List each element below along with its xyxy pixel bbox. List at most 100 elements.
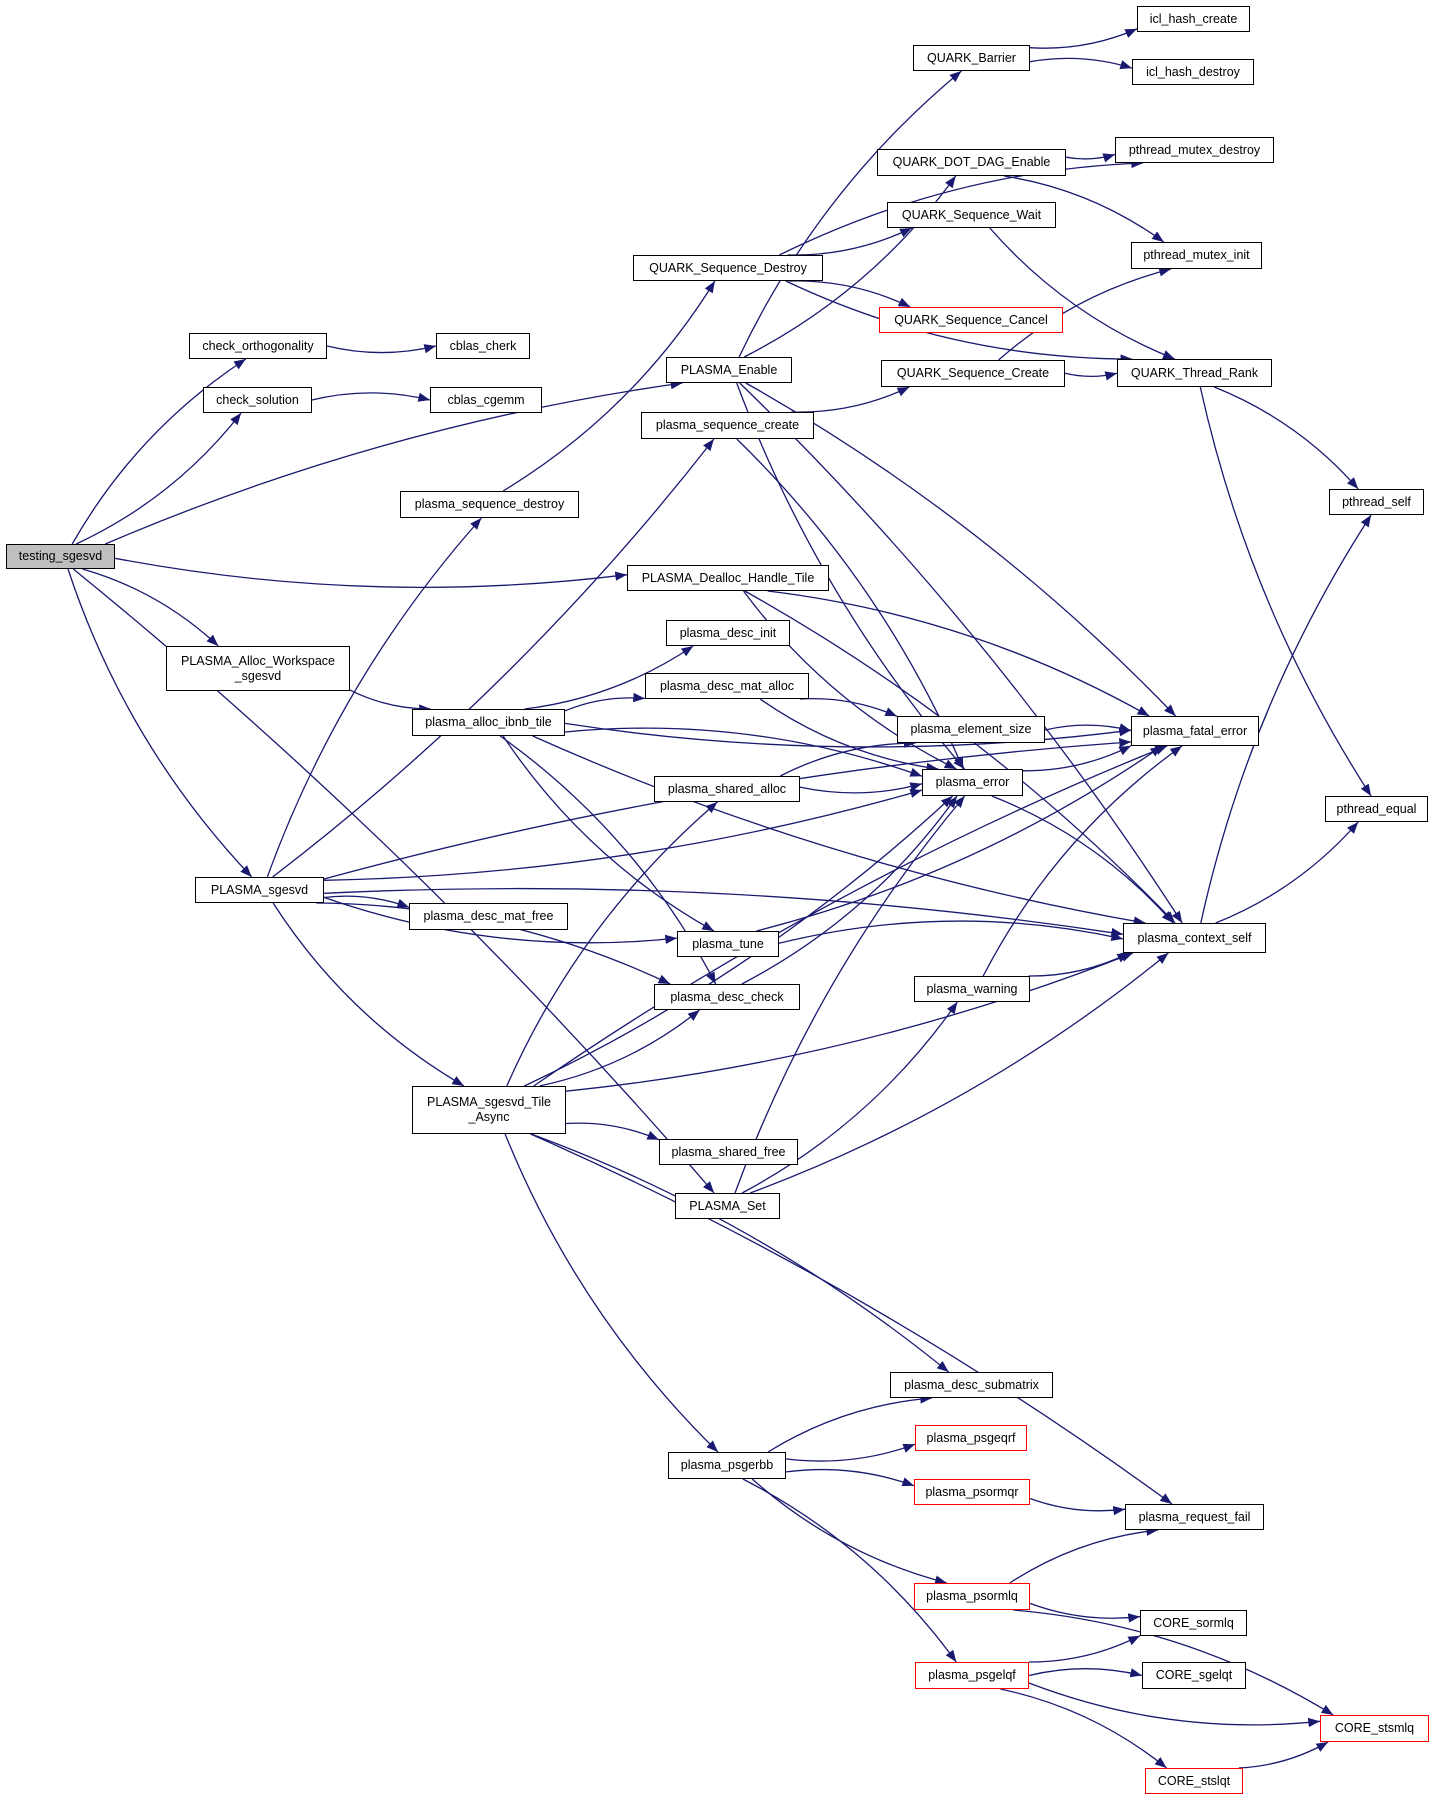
edge-quark-sequence-destroy-to-pthread-mutex-destroy: [779, 158, 1144, 256]
node-plasma-shared-free[interactable]: plasma_shared_free: [659, 1139, 798, 1165]
node-plasma-psgeqrf[interactable]: plasma_psgeqrf: [915, 1425, 1027, 1451]
node-plasma-psormqr[interactable]: plasma_psormqr: [914, 1479, 1030, 1505]
node-label: pthread_self: [1342, 494, 1411, 509]
node-quark-thread-rank[interactable]: QUARK_Thread_Rank: [1117, 359, 1272, 387]
edge-plasma-sgesvd-tile-async-to-plasma-desc-submatrix: [530, 1133, 950, 1373]
node-plasma-fatal-error[interactable]: plasma_fatal_error: [1131, 716, 1259, 746]
node-label: CORE_stslqt: [1157, 1773, 1231, 1788]
node-pthread-mutex-destroy[interactable]: pthread_mutex_destroy: [1115, 137, 1274, 163]
node-plasma-desc-submatrix[interactable]: plasma_desc_submatrix: [890, 1372, 1053, 1398]
edge-plasma-psgerbb-to-plasma-desc-submatrix: [767, 1394, 933, 1453]
edge-plasma-psormlq-to-plasma-request-fail: [1009, 1526, 1159, 1584]
node-label: check_orthogonality: [202, 338, 314, 353]
node-pthread-equal[interactable]: pthread_equal: [1325, 796, 1428, 822]
node-core-sormlq[interactable]: CORE_sormlq: [1140, 1610, 1247, 1636]
node-icl-hash-destroy[interactable]: icl_hash_destroy: [1132, 59, 1254, 85]
node-label: pthread_mutex_init: [1143, 248, 1250, 262]
node-quark-dot-dag-enable[interactable]: QUARK_DOT_DAG_Enable: [877, 149, 1066, 176]
node-plasma-psormlq[interactable]: plasma_psormlq: [914, 1583, 1030, 1610]
node-label: cblas_cherk: [449, 338, 517, 353]
edge-plasma-sgesvd-tile-async-to-plasma-context-self: [565, 952, 1134, 1092]
edge-plasma-sequence-create-to-quark-sequence-create: [791, 386, 910, 413]
node-pthread-self[interactable]: pthread_self: [1329, 489, 1424, 515]
edge-plasma-psormqr-to-plasma-request-fail: [1029, 1497, 1126, 1516]
edge-plasma-psgelqf-to-core-sormlq: [1028, 1635, 1141, 1663]
edge-plasma-set-to-plasma-error: [734, 795, 966, 1194]
node-label: icl_hash_destroy: [1146, 64, 1240, 79]
node-plasma-alloc-ibnb-tile[interactable]: plasma_alloc_ibnb_tile: [412, 709, 565, 736]
node-cblas-cgemm[interactable]: cblas_cgemm: [430, 387, 542, 413]
node-core-sgelqt[interactable]: CORE_sgelqt: [1142, 1662, 1246, 1689]
edge-check-orthogonality-to-cblas-cherk: [326, 344, 437, 354]
node-quark-sequence-cancel[interactable]: QUARK_Sequence_Cancel: [879, 307, 1063, 333]
node-plasma-sgesvd[interactable]: PLASMA_sgesvd: [195, 877, 324, 903]
node-plasma-enable[interactable]: PLASMA_Enable: [666, 357, 792, 383]
edge-plasma-set-to-plasma-warning: [741, 1001, 958, 1194]
node-label: PLASMA_Dealloc_Handle_Tile: [641, 570, 815, 585]
node-plasma-element-size[interactable]: plasma_element_size: [897, 716, 1045, 743]
node-label: CORE_sormlq: [1153, 1615, 1234, 1630]
node-core-stsmlq[interactable]: CORE_stsmlq: [1320, 1715, 1429, 1742]
node-plasma-context-self[interactable]: plasma_context_self: [1123, 923, 1266, 953]
node-check-orthogonality[interactable]: check_orthogonality: [189, 333, 327, 359]
edge-testing-sgesvd-to-check-orthogonality: [71, 358, 247, 545]
edge-quark-barrier-to-icl-hash-create: [1029, 28, 1138, 49]
node-label: plasma_shared_free: [671, 1144, 786, 1159]
edge-plasma-context-self-to-pthread-equal: [1215, 821, 1359, 924]
node-label: PLASMA_sgesvd_Tile _Async: [427, 1095, 551, 1124]
edge-plasma-error-to-plasma-fatal-error: [1022, 745, 1132, 772]
node-quark-barrier[interactable]: QUARK_Barrier: [913, 45, 1030, 71]
node-label: plasma_psormlq: [926, 1589, 1018, 1603]
node-plasma-desc-check[interactable]: plasma_desc_check: [654, 984, 800, 1010]
edge-plasma-desc-mat-alloc-to-plasma-error: [759, 698, 939, 773]
node-plasma-request-fail[interactable]: plasma_request_fail: [1125, 1504, 1264, 1530]
edge-quark-thread-rank-to-pthread-equal: [1199, 386, 1372, 797]
node-plasma-psgerbb[interactable]: plasma_psgerbb: [668, 1452, 786, 1479]
node-quark-sequence-create[interactable]: QUARK_Sequence_Create: [881, 360, 1065, 387]
node-plasma-desc-mat-free[interactable]: plasma_desc_mat_free: [409, 903, 568, 930]
edge-plasma-sgesvd-to-plasma-desc-mat-free: [323, 895, 410, 908]
node-check-solution[interactable]: check_solution: [203, 387, 312, 413]
node-plasma-sequence-create[interactable]: plasma_sequence_create: [641, 412, 814, 439]
node-label: plasma_fatal_error: [1142, 723, 1248, 738]
edge-quark-thread-rank-to-pthread-self: [1214, 386, 1359, 490]
node-label: CORE_sgelqt: [1155, 1668, 1233, 1682]
node-label: testing_sgesvd: [18, 549, 103, 563]
node-plasma-sequence-destroy[interactable]: plasma_sequence_destroy: [400, 491, 579, 518]
edge-plasma-sgesvd-tile-async-to-plasma-shared-alloc: [506, 801, 718, 1087]
edge-quark-sequence-wait-to-quark-thread-rank: [989, 227, 1175, 360]
node-plasma-psgelqf[interactable]: plasma_psgelqf: [915, 1662, 1029, 1689]
edge-testing-sgesvd-to-plasma-alloc-workspace-sgesvd: [82, 568, 219, 647]
node-label: plasma_desc_check: [670, 989, 784, 1004]
node-plasma-alloc-workspace-sgesvd[interactable]: PLASMA_Alloc_Workspace _sgesvd: [166, 646, 350, 691]
node-cblas-cherk[interactable]: cblas_cherk: [436, 333, 530, 359]
node-plasma-sgesvd-tile-async[interactable]: PLASMA_sgesvd_Tile _Async: [412, 1086, 566, 1134]
edge-quark-dot-dag-enable-to-pthread-mutex-init: [1004, 175, 1165, 243]
node-label: check_solution: [216, 392, 299, 407]
node-label: QUARK_DOT_DAG_Enable: [892, 155, 1051, 169]
node-quark-sequence-destroy[interactable]: QUARK_Sequence_Destroy: [633, 255, 823, 281]
node-plasma-desc-mat-alloc[interactable]: plasma_desc_mat_alloc: [645, 673, 809, 699]
node-core-stslqt[interactable]: CORE_stslqt: [1145, 1768, 1243, 1794]
node-label: plasma_psgeqrf: [926, 1430, 1016, 1445]
node-quark-sequence-wait[interactable]: QUARK_Sequence_Wait: [887, 202, 1056, 228]
node-plasma-error[interactable]: plasma_error: [922, 769, 1023, 796]
node-plasma-tune[interactable]: plasma_tune: [677, 931, 779, 957]
node-plasma-warning[interactable]: plasma_warning: [914, 976, 1030, 1002]
edge-plasma-sgesvd-tile-async-to-plasma-fatal-error: [533, 745, 1168, 1087]
node-label: plasma_desc_submatrix: [904, 1377, 1039, 1392]
edge-testing-sgesvd-to-plasma-enable: [105, 379, 683, 545]
node-pthread-mutex-init[interactable]: pthread_mutex_init: [1131, 242, 1262, 269]
edge-quark-sequence-create-to-quark-thread-rank: [1064, 371, 1118, 381]
edge-plasma-shared-alloc-to-plasma-element-size: [780, 738, 916, 777]
edge-quark-dot-dag-enable-to-pthread-mutex-destroy: [1065, 153, 1116, 163]
node-plasma-shared-alloc[interactable]: plasma_shared_alloc: [654, 776, 800, 802]
node-label: QUARK_Barrier: [927, 50, 1016, 65]
node-plasma-set[interactable]: PLASMA_Set: [675, 1193, 780, 1219]
node-plasma-desc-init[interactable]: plasma_desc_init: [666, 620, 790, 646]
node-icl-hash-create[interactable]: icl_hash_create: [1137, 6, 1250, 32]
node-plasma-dealloc-handle-tile[interactable]: PLASMA_Dealloc_Handle_Tile: [627, 565, 829, 591]
edge-plasma-sgesvd-to-plasma-sgesvd-tile-async: [272, 902, 465, 1087]
node-label: plasma_psormqr: [925, 1484, 1019, 1499]
node-label: plasma_sequence_destroy: [414, 497, 565, 511]
